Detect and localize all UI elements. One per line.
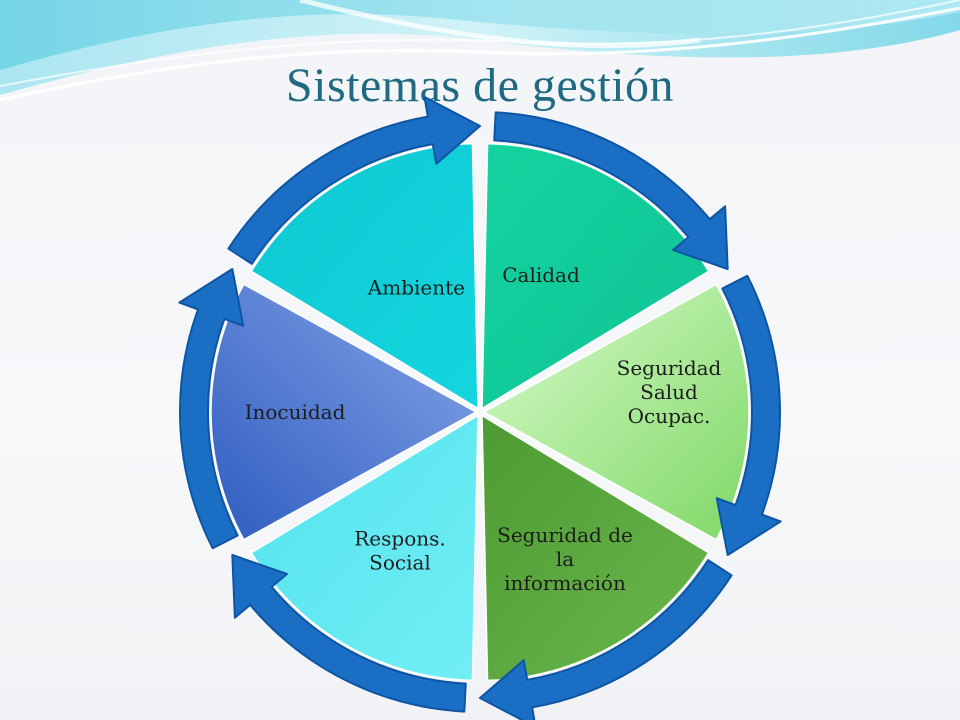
cycle-arrow xyxy=(715,274,782,556)
cycle-arrow xyxy=(231,554,467,713)
segment-label-ambiente: Ambiente xyxy=(367,275,465,299)
segment-label-seguridad-informacion-line-2: la xyxy=(556,547,574,571)
cycle-arrow xyxy=(227,95,481,265)
segment-label-calidad: Calidad xyxy=(502,263,580,287)
cycle-arrow xyxy=(178,268,245,550)
cycle-arrow xyxy=(479,559,733,720)
cycle-arrow xyxy=(493,111,729,270)
segment-label-seguridad-salud-line-1: Seguridad xyxy=(617,356,722,380)
segment-label-respons-social-line-2: Social xyxy=(369,551,431,575)
segment-label-respons-social-line-1: Respons. xyxy=(354,527,446,551)
segment-label-inocuidad: Inocuidad xyxy=(245,400,346,424)
segment-label-seguridad-informacion-line-1: Seguridad de xyxy=(497,523,633,547)
segment-label-seguridad-salud-line-3: Ocupac. xyxy=(628,404,711,428)
slide-title: Sistemas de gestión xyxy=(285,59,675,112)
segment-label-seguridad-informacion-line-3: información xyxy=(504,571,626,595)
segment-label-seguridad-salud-line-2: Salud xyxy=(640,380,698,404)
